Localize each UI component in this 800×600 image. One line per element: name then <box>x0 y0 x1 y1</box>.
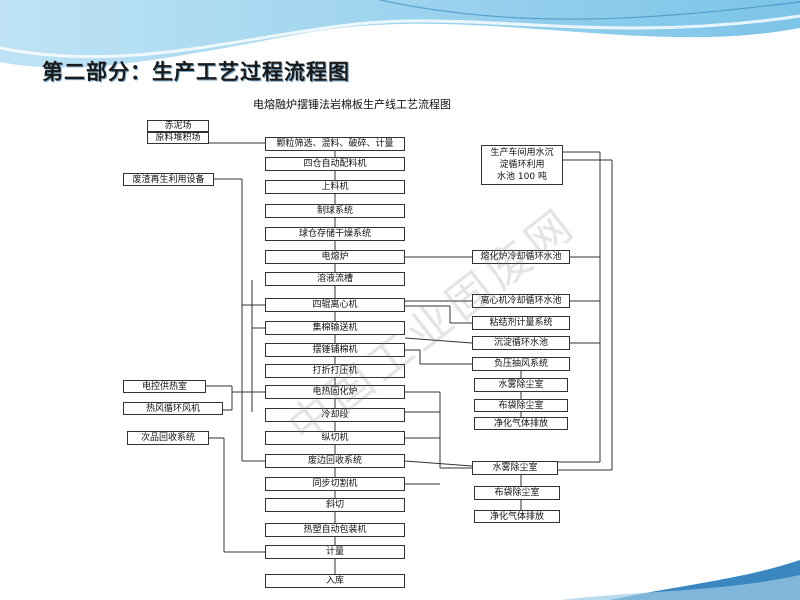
storage-box: 入库 <box>265 574 405 588</box>
screening-box: 颗粒筛选、混料、破碎、计量 <box>265 137 405 151</box>
gas-exhaust-1-box: 净化气体排放 <box>474 417 568 430</box>
slide-title: 第二部分：生产工艺过程流程图 <box>42 60 350 84</box>
cotton-conveyor-box: 集棉输送机 <box>265 321 405 335</box>
batching-box: 四仓自动配料机 <box>265 157 405 171</box>
weighing-box: 计量 <box>265 545 405 559</box>
cross-cutter-box: 同步切割机 <box>265 477 405 491</box>
spray-dust-room-2-box: 水雾除尘室 <box>472 461 558 475</box>
melt-trough-box: 溶液流槽 <box>265 272 405 286</box>
gas-exhaust-2-box: 净化气体排放 <box>474 510 560 523</box>
settling-pool-box: 沉淀循环水池 <box>472 336 570 350</box>
edge-recovery-box: 废边回收系统 <box>265 454 405 468</box>
centrifuge-cooling-pool-box: 离心机冷却循环水池 <box>472 294 570 308</box>
diagonal-cut-box: 斜切 <box>265 498 405 512</box>
bag-dust-room-1-box: 布袋除尘室 <box>474 399 568 412</box>
feeder-box: 上料机 <box>265 180 405 194</box>
cooling-box: 冷却段 <box>265 408 405 422</box>
pendulum-box: 摆锤铺棉机 <box>265 343 405 357</box>
packing-box: 热塑自动包装机 <box>265 523 405 537</box>
header-wave-highlight <box>0 14 800 59</box>
curing-oven-box: 电热固化炉 <box>265 385 405 399</box>
centrifuge-box: 四辊离心机 <box>265 298 405 312</box>
waste-recycle-box: 废渣再生利用设备 <box>123 173 214 186</box>
water-pool-line-2: 淀循环利用 <box>499 160 545 170</box>
secondary-recovery-box: 次品回收系统 <box>127 431 209 445</box>
footer-wave-light <box>560 575 800 600</box>
bag-dust-room-2-box: 布袋除尘室 <box>474 486 560 500</box>
pelletizer-box: 制球系统 <box>265 204 405 218</box>
header-wave-line <box>379 0 800 20</box>
water-pool-box: 生产车间用水沉 淀循环利用 水池 100 吨 <box>481 145 563 185</box>
electric-furnace-box: 电熔炉 <box>265 250 405 264</box>
furnace-cooling-pool-box: 熔化炉冷却循环水池 <box>472 250 570 264</box>
negative-pressure-box: 负压抽风系统 <box>472 357 570 371</box>
raw-material-yard-box: 原料堆积场 <box>147 132 209 144</box>
water-pool-line-3: 水池 100 吨 <box>497 172 547 182</box>
red-mud-yard-box: 赤泥场 <box>147 120 209 132</box>
header-wave <box>0 0 800 68</box>
heating-room-box: 电控供热室 <box>123 380 206 393</box>
slitter-box: 纵切机 <box>265 431 405 445</box>
water-pool-line-1: 生产车间用水沉 <box>490 148 554 158</box>
spray-dust-room-1-box: 水雾除尘室 <box>474 378 568 392</box>
flowchart-title: 电熔融炉摆锤法岩棉板生产线工艺流程图 <box>253 98 451 111</box>
binder-metering-box: 粘结剂计量系统 <box>472 316 570 330</box>
pleater-box: 打折打压机 <box>265 364 405 378</box>
hot-air-fan-box: 热风循环风机 <box>123 402 223 415</box>
ball-dryer-box: 球仓存储干燥系统 <box>265 227 405 241</box>
